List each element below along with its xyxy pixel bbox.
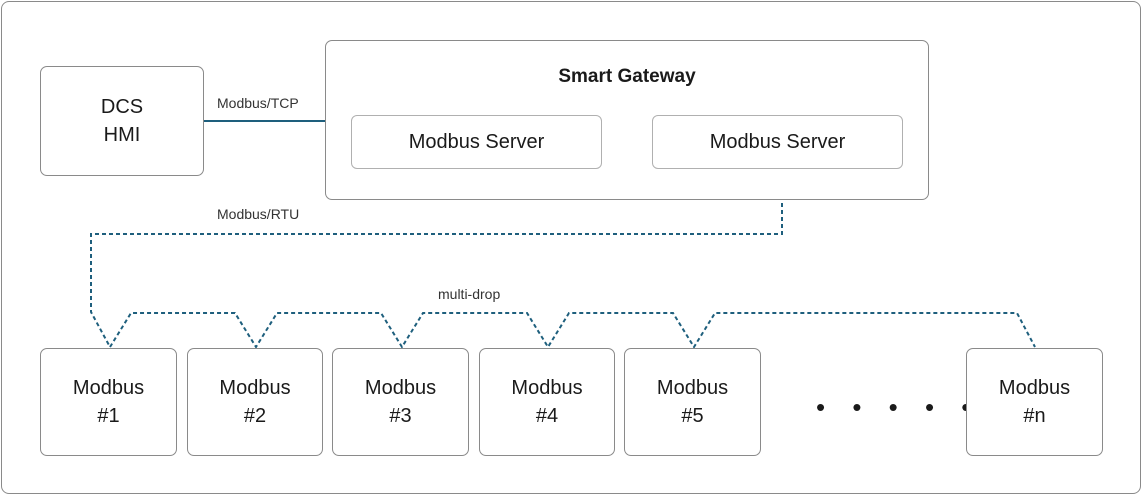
modbus-device-n: Modbus #n <box>966 348 1103 456</box>
multidrop-bus-line <box>109 312 1036 349</box>
multidrop-label: multi-drop <box>438 286 501 302</box>
modbus-device-2: Modbus #2 <box>187 348 323 456</box>
rtu-link-label: Modbus/RTU <box>217 206 300 222</box>
device-3-number: #3 <box>389 405 412 427</box>
modbus-server-left: Modbus Server <box>351 115 602 169</box>
device-2-name: Modbus <box>219 377 291 399</box>
dcs-label: DCS <box>100 96 144 118</box>
tcp-link-label: Modbus/TCP <box>217 95 299 111</box>
device-1-name: Modbus <box>72 377 145 399</box>
server-right-label: Modbus Server <box>709 131 846 153</box>
device-n-number: #n <box>1023 405 1046 427</box>
modbus-device-4: Modbus #4 <box>479 348 615 456</box>
hmi-label: HMI <box>103 124 141 146</box>
device-2-number: #2 <box>243 405 267 427</box>
device-5-number: #5 <box>681 405 704 427</box>
device-5-name: Modbus <box>656 377 729 399</box>
modbus-device-1: Modbus #1 <box>40 348 177 456</box>
rtu-link-line <box>90 168 783 348</box>
device-3-name: Modbus <box>364 377 437 399</box>
modbus-server-right: Modbus Server <box>652 115 903 169</box>
device-4-name: Modbus <box>511 377 583 399</box>
device-4-number: #4 <box>535 405 559 427</box>
ellipsis-dots: • • • • • <box>816 392 981 422</box>
modbus-device-5: Modbus #5 <box>624 348 761 456</box>
gateway-title: Smart Gateway <box>558 66 696 87</box>
dcs-hmi-box: DCS HMI <box>40 66 204 176</box>
device-n-name: Modbus <box>998 377 1071 399</box>
server-left-label: Modbus Server <box>408 131 545 153</box>
modbus-device-3: Modbus #3 <box>332 348 469 456</box>
device-1-number: #1 <box>97 405 120 427</box>
